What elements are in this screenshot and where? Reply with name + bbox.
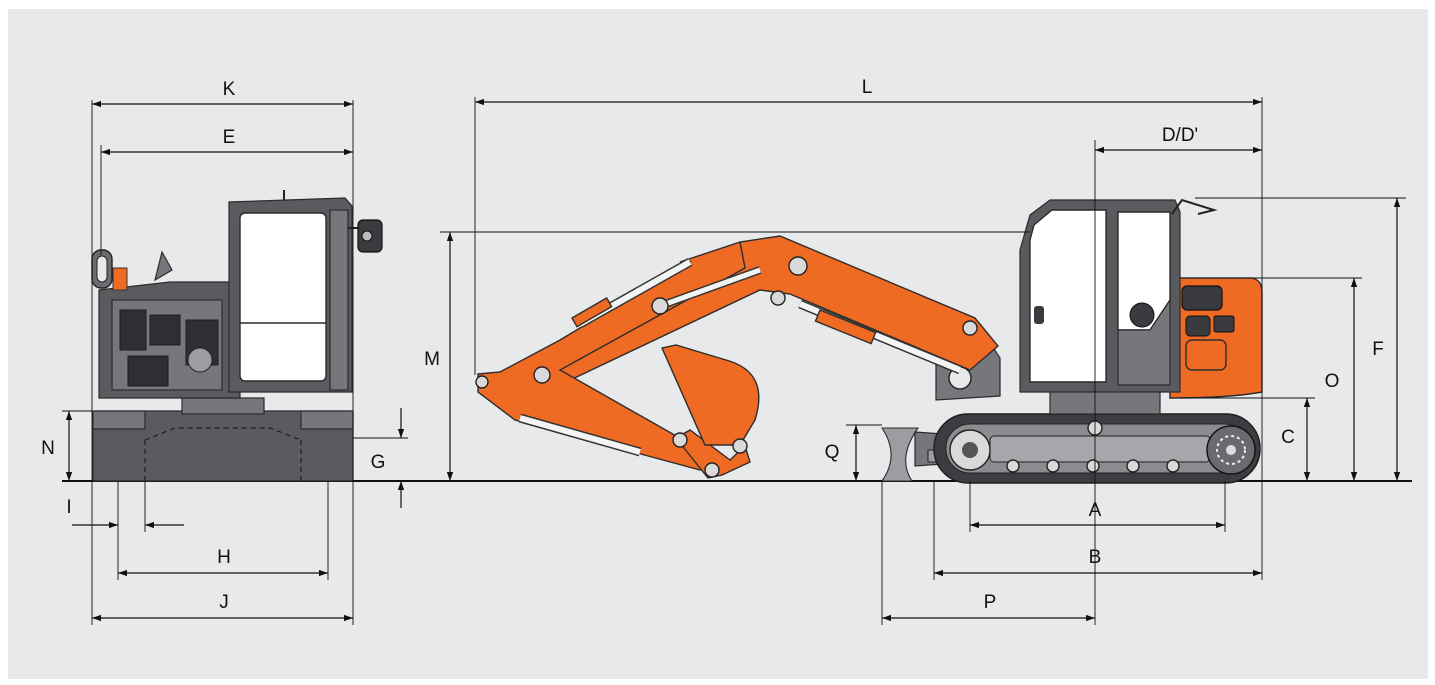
label-L: L (862, 77, 873, 98)
label-A: A (1089, 500, 1102, 521)
dimension-labels: K E N G I H J L D/D' M F O C Q A B P (41, 77, 1384, 613)
extension-lines (62, 97, 1406, 625)
label-P: P (984, 592, 997, 613)
label-F: F (1372, 339, 1384, 360)
label-B: B (1089, 547, 1102, 568)
label-C: C (1281, 427, 1295, 448)
label-N: N (41, 438, 55, 459)
rear-view-excavator (91, 190, 383, 482)
label-E: E (223, 127, 236, 148)
side-view-excavator (475, 198, 1263, 484)
label-I: I (66, 497, 71, 518)
label-M: M (424, 349, 440, 370)
label-G: G (371, 452, 386, 473)
label-Q: Q (825, 442, 840, 463)
dimension-lines (65, 98, 1401, 622)
label-D: D/D' (1162, 125, 1198, 146)
label-K: K (223, 79, 236, 100)
label-J: J (219, 592, 229, 613)
label-O: O (1325, 371, 1340, 392)
label-H: H (217, 547, 231, 568)
